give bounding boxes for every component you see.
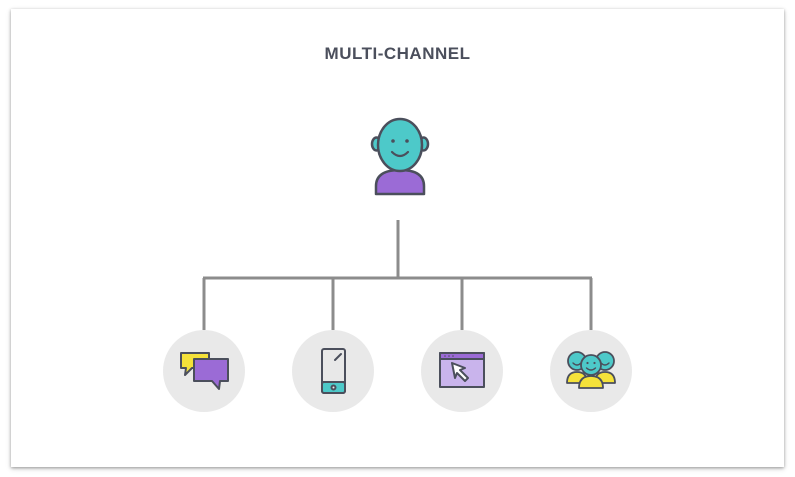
channel-chat[interactable]	[163, 330, 245, 412]
channel-community[interactable]	[550, 330, 632, 412]
chat-bubbles-icon	[180, 352, 229, 390]
diagram-title: MULTI-CHANNEL	[324, 44, 471, 63]
browser-window-cursor-icon	[439, 352, 485, 388]
channel-mobile[interactable]	[292, 330, 374, 412]
connector-lines	[202, 220, 593, 330]
person-icon	[370, 117, 430, 196]
smartphone-icon	[321, 348, 346, 394]
channel-web[interactable]	[421, 330, 503, 412]
group-of-people-icon	[566, 351, 616, 389]
